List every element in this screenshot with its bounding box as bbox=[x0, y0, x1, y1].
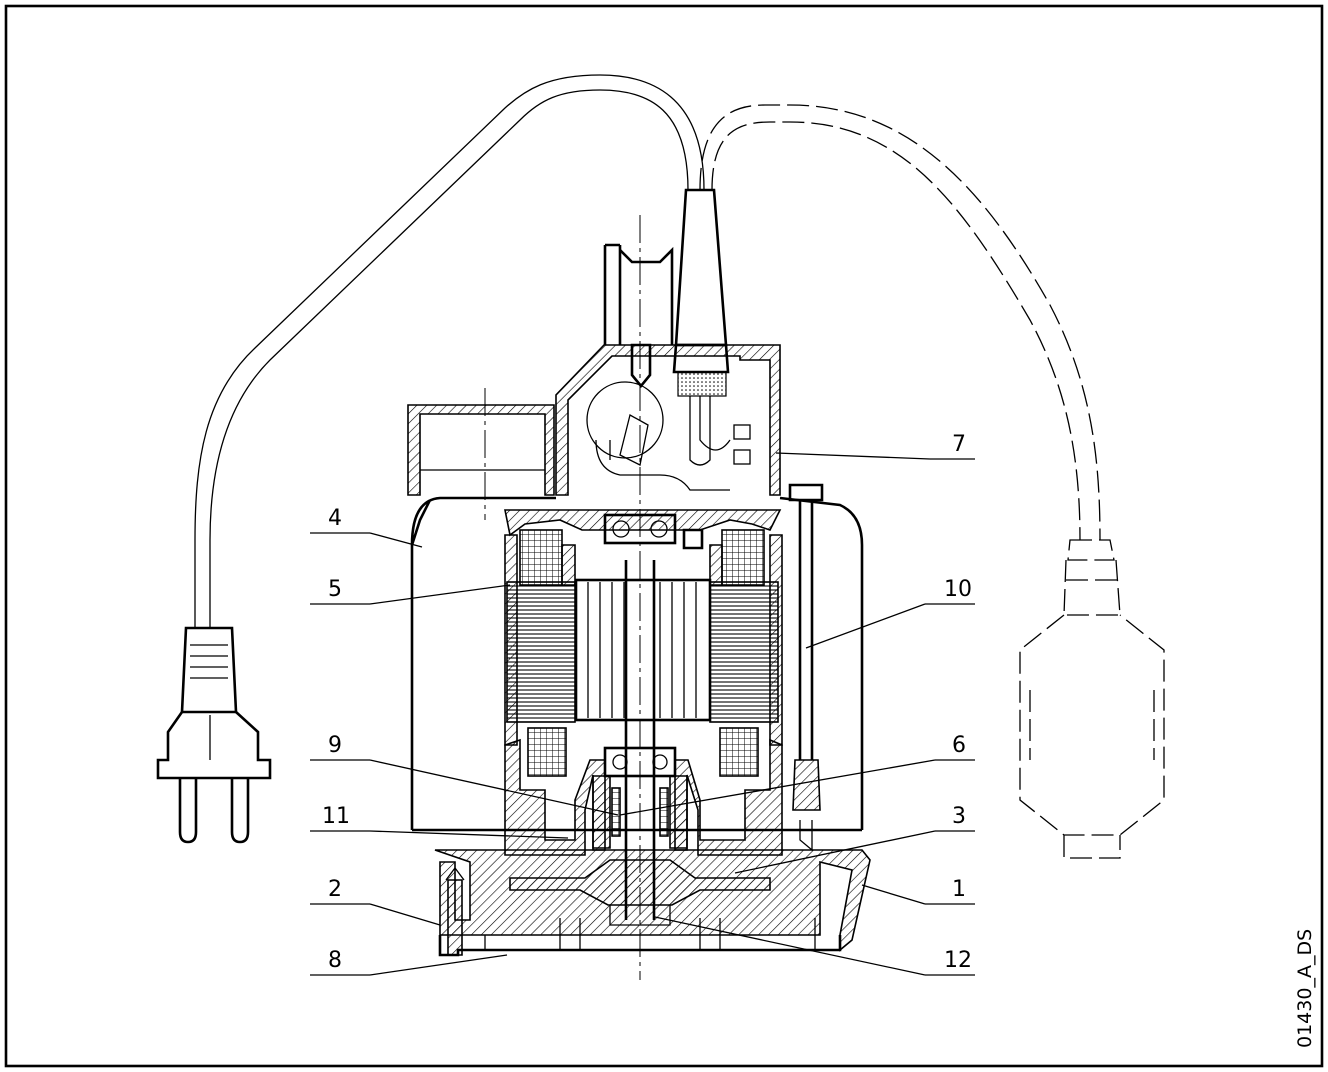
leader-lines bbox=[310, 452, 975, 976]
callout-1: 1 bbox=[952, 877, 966, 902]
float-switch-cable bbox=[699, 104, 1101, 541]
upper-winding-left bbox=[519, 529, 563, 586]
callout-3: 3 bbox=[952, 804, 966, 829]
callout-7: 7 bbox=[952, 432, 966, 457]
drawing-code: 01430_A_DS bbox=[1294, 929, 1316, 1048]
lower-bracket bbox=[504, 738, 606, 856]
rotor bbox=[574, 578, 712, 722]
switch-capacitor bbox=[586, 381, 664, 459]
switch-housing bbox=[555, 344, 781, 496]
carry-handle bbox=[603, 243, 674, 345]
callout-12: 12 bbox=[944, 948, 972, 973]
lower-bearing bbox=[603, 746, 677, 778]
impeller bbox=[509, 859, 771, 906]
upper-winding-right bbox=[721, 529, 765, 586]
lower-winding-left bbox=[527, 727, 567, 777]
drawing-border bbox=[4, 4, 1324, 1068]
callout-6: 6 bbox=[952, 733, 966, 758]
base-screw bbox=[447, 879, 463, 956]
lower-winding-right bbox=[719, 727, 759, 777]
callout-4: 4 bbox=[328, 506, 342, 531]
power-cable bbox=[194, 74, 705, 628]
callout-9: 9 bbox=[328, 733, 342, 758]
housing-screw bbox=[630, 343, 652, 389]
tie-rod bbox=[788, 483, 824, 852]
power-plug bbox=[156, 626, 272, 844]
callout-2: 2 bbox=[328, 877, 342, 902]
callout-8: 8 bbox=[328, 948, 342, 973]
stator-left bbox=[506, 581, 576, 723]
callout-11: 11 bbox=[322, 804, 350, 829]
upper-bearing bbox=[603, 513, 677, 545]
outer-casing bbox=[410, 496, 556, 830]
float-switch bbox=[1019, 539, 1165, 859]
callout-10: 10 bbox=[944, 577, 972, 602]
callout-5: 5 bbox=[328, 577, 342, 602]
cable-gland bbox=[672, 188, 731, 466]
stator-right bbox=[709, 581, 779, 723]
